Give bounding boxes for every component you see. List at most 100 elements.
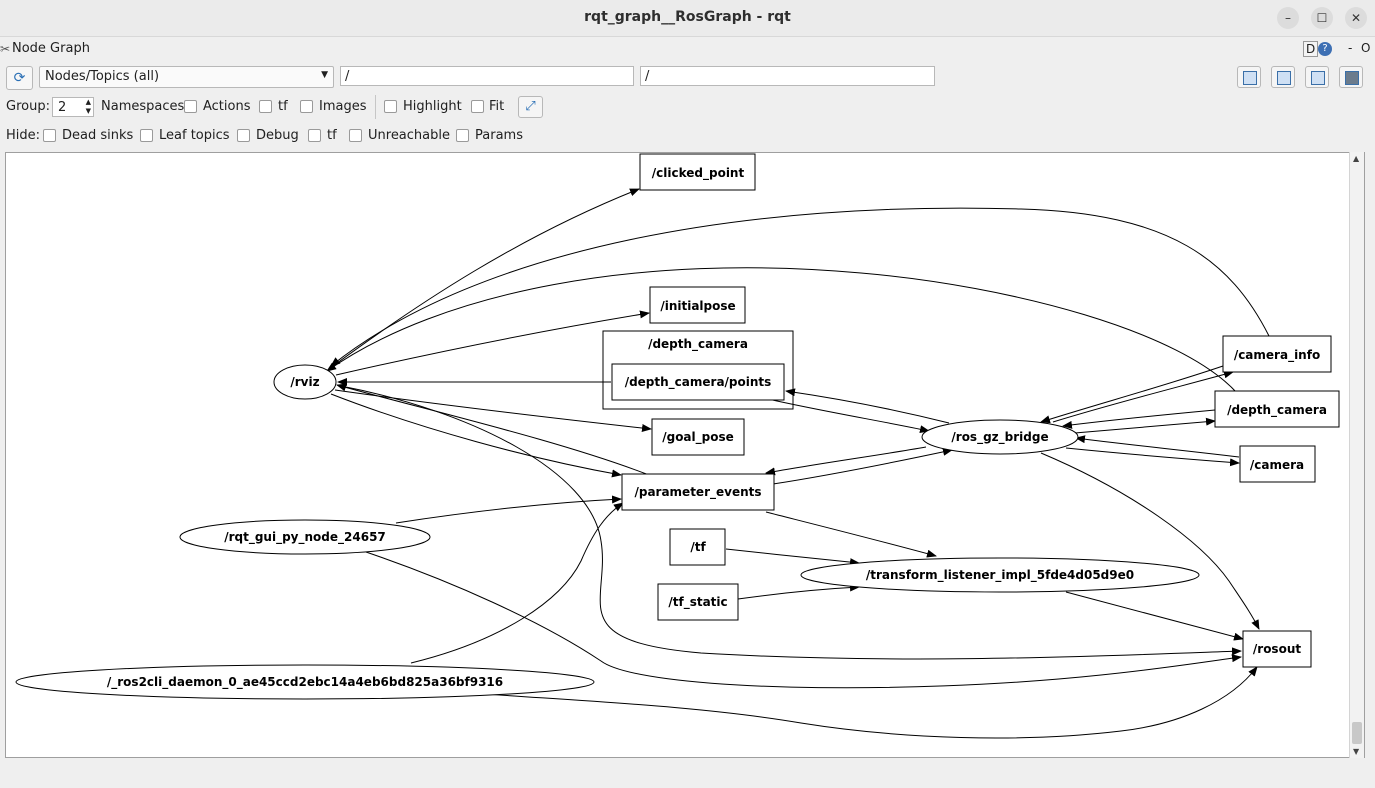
vertical-scrollbar[interactable]: ▲ ▼	[1349, 152, 1364, 758]
topic-initialpose[interactable]	[649, 286, 746, 324]
fit-label: Fit	[489, 99, 505, 114]
topic-depth-camera-points[interactable]	[611, 363, 785, 401]
topic-clicked-point[interactable]	[639, 153, 756, 191]
topic-initialpose-label: /initialpose	[660, 299, 735, 313]
edge-camera-info-rviz	[330, 207, 1270, 367]
node-filter-input[interactable]	[340, 66, 634, 86]
refresh-icon: ⟳	[13, 70, 26, 86]
dock-minimize-button[interactable]: -	[1348, 41, 1353, 55]
node-ros-gz-bridge[interactable]	[921, 419, 1079, 455]
images-label: Images	[319, 99, 367, 114]
edge-parameter-events-bridge	[772, 447, 953, 485]
edge-rviz-rosout	[340, 385, 1242, 660]
graph-canvas[interactable]: /depth_camera /clicked_point /initialpos…	[5, 152, 1365, 758]
node-rqt-gui[interactable]	[179, 519, 431, 555]
node-transform-listener[interactable]	[800, 557, 1200, 593]
save-svg-button[interactable]	[1305, 66, 1329, 88]
graph-mode-select[interactable]: Nodes/Topics (all) ▼	[39, 66, 334, 88]
hide-tf-label: tf	[327, 128, 337, 143]
hide-tf-checkbox[interactable]	[308, 129, 321, 142]
topic-depth-camera-label: /depth_camera	[1227, 403, 1327, 418]
tf-group-checkbox[interactable]	[259, 100, 272, 113]
graph-svg: /depth_camera /clicked_point /initialpos…	[15, 153, 1340, 739]
edge-bridge-camera	[1065, 447, 1240, 467]
node-ros2cli-daemon-label: /_ros2cli_daemon_0_ae45ccd2ebc14a4eb6bd8…	[107, 675, 503, 690]
images-checkbox[interactable]	[300, 100, 313, 113]
dock-close-button[interactable]: O	[1361, 41, 1371, 55]
topic-tf-static[interactable]	[657, 583, 739, 621]
topic-depth-camera[interactable]	[1214, 390, 1340, 428]
dead-sinks-checkbox[interactable]	[43, 129, 56, 142]
topic-depth-camera-points-label: /depth_camera/points	[625, 375, 772, 390]
topic-goal-pose[interactable]	[651, 418, 745, 456]
edge-depth-camera-rviz	[326, 267, 1238, 394]
leaf-topics-checkbox[interactable]	[140, 129, 153, 142]
actions-label: Actions	[203, 99, 251, 114]
fit-view-icon: ⤢	[525, 99, 536, 114]
refresh-button[interactable]: ⟳	[6, 66, 33, 90]
topic-rosout[interactable]	[1242, 630, 1312, 668]
topic-tf[interactable]	[669, 528, 726, 566]
maximize-button[interactable]: ☐	[1311, 7, 1333, 29]
node-ros-gz-bridge-label: /ros_gz_bridge	[951, 430, 1048, 445]
params-label: Params	[475, 128, 523, 143]
highlight-checkbox[interactable]	[384, 100, 397, 113]
tools-icon: ✂	[0, 42, 11, 56]
unreachable-checkbox[interactable]	[349, 129, 362, 142]
edge-tf-static-transform-listener	[737, 583, 860, 600]
topic-camera-label: /camera	[1250, 458, 1304, 472]
toolbar-separator	[375, 95, 376, 119]
edge-rviz-clicked-point	[328, 188, 640, 370]
load-dot-button[interactable]	[1237, 66, 1261, 88]
group-spinbox[interactable]: 2 ▲ ▼	[52, 97, 94, 117]
node-ros2cli-daemon[interactable]	[15, 664, 595, 700]
fit-checkbox[interactable]	[471, 100, 484, 113]
fit-in-view-button[interactable]: ⤢	[518, 96, 543, 118]
dock-titlebar: ✂ Node Graph D ? - O	[0, 40, 1375, 60]
tf-group-label: tf	[278, 99, 288, 114]
node-rviz[interactable]	[273, 364, 337, 400]
scroll-down-icon[interactable]: ▼	[1353, 747, 1360, 756]
edge-daemon-parameter-events	[410, 502, 624, 664]
scroll-up-icon[interactable]: ▲	[1353, 154, 1360, 163]
group-value: 2	[58, 100, 67, 115]
edge-parameter-events-rviz	[336, 383, 650, 476]
save-image-button[interactable]	[1339, 66, 1363, 88]
unreachable-label: Unreachable	[368, 128, 450, 143]
topic-parameter-events[interactable]	[621, 473, 775, 511]
save-svg-icon	[1311, 71, 1325, 85]
chevron-down-icon: ▼	[321, 70, 328, 80]
minimize-button[interactable]: –	[1277, 7, 1299, 29]
topic-clicked-point-label: /clicked_point	[652, 166, 745, 181]
edge-bridge-depth-camera	[1062, 417, 1216, 435]
edge-bridge-rosout	[1040, 452, 1260, 630]
params-checkbox[interactable]	[456, 129, 469, 142]
spin-up-icon[interactable]: ▲	[85, 98, 91, 106]
debug-label: Debug	[256, 128, 299, 143]
edge-rviz-parameter-events	[330, 393, 622, 478]
hide-label: Hide:	[6, 128, 41, 143]
dead-sinks-label: Dead sinks	[62, 128, 134, 143]
window-title: rqt_graph__RosGraph - rqt	[584, 9, 791, 25]
dock-d-button[interactable]: D	[1303, 41, 1319, 57]
actions-checkbox[interactable]	[184, 100, 197, 113]
edge-bridge-parameter-events	[765, 446, 927, 476]
topic-camera-info[interactable]	[1222, 335, 1332, 373]
topic-parameter-events-label: /parameter_events	[634, 485, 761, 500]
close-button[interactable]: ✕	[1345, 7, 1367, 29]
topic-rosout-label: /rosout	[1253, 642, 1301, 656]
namespace-box-label: /depth_camera	[648, 337, 748, 352]
group-label: Group:	[6, 99, 50, 114]
topic-camera[interactable]	[1239, 445, 1316, 483]
scrollbar-thumb[interactable]	[1352, 722, 1362, 744]
debug-checkbox[interactable]	[237, 129, 250, 142]
load-file-icon	[1243, 71, 1257, 85]
topic-filter-input[interactable]	[640, 66, 935, 86]
edge-rqt-gui-rosout	[365, 551, 1242, 689]
edge-rviz-initialpose	[335, 310, 650, 376]
save-dot-button[interactable]	[1271, 66, 1295, 88]
spin-down-icon[interactable]: ▼	[85, 107, 91, 115]
help-icon[interactable]: ?	[1318, 42, 1332, 56]
edge-transform-listener-rosout	[1065, 591, 1244, 641]
edge-camera-bridge	[1075, 435, 1240, 458]
